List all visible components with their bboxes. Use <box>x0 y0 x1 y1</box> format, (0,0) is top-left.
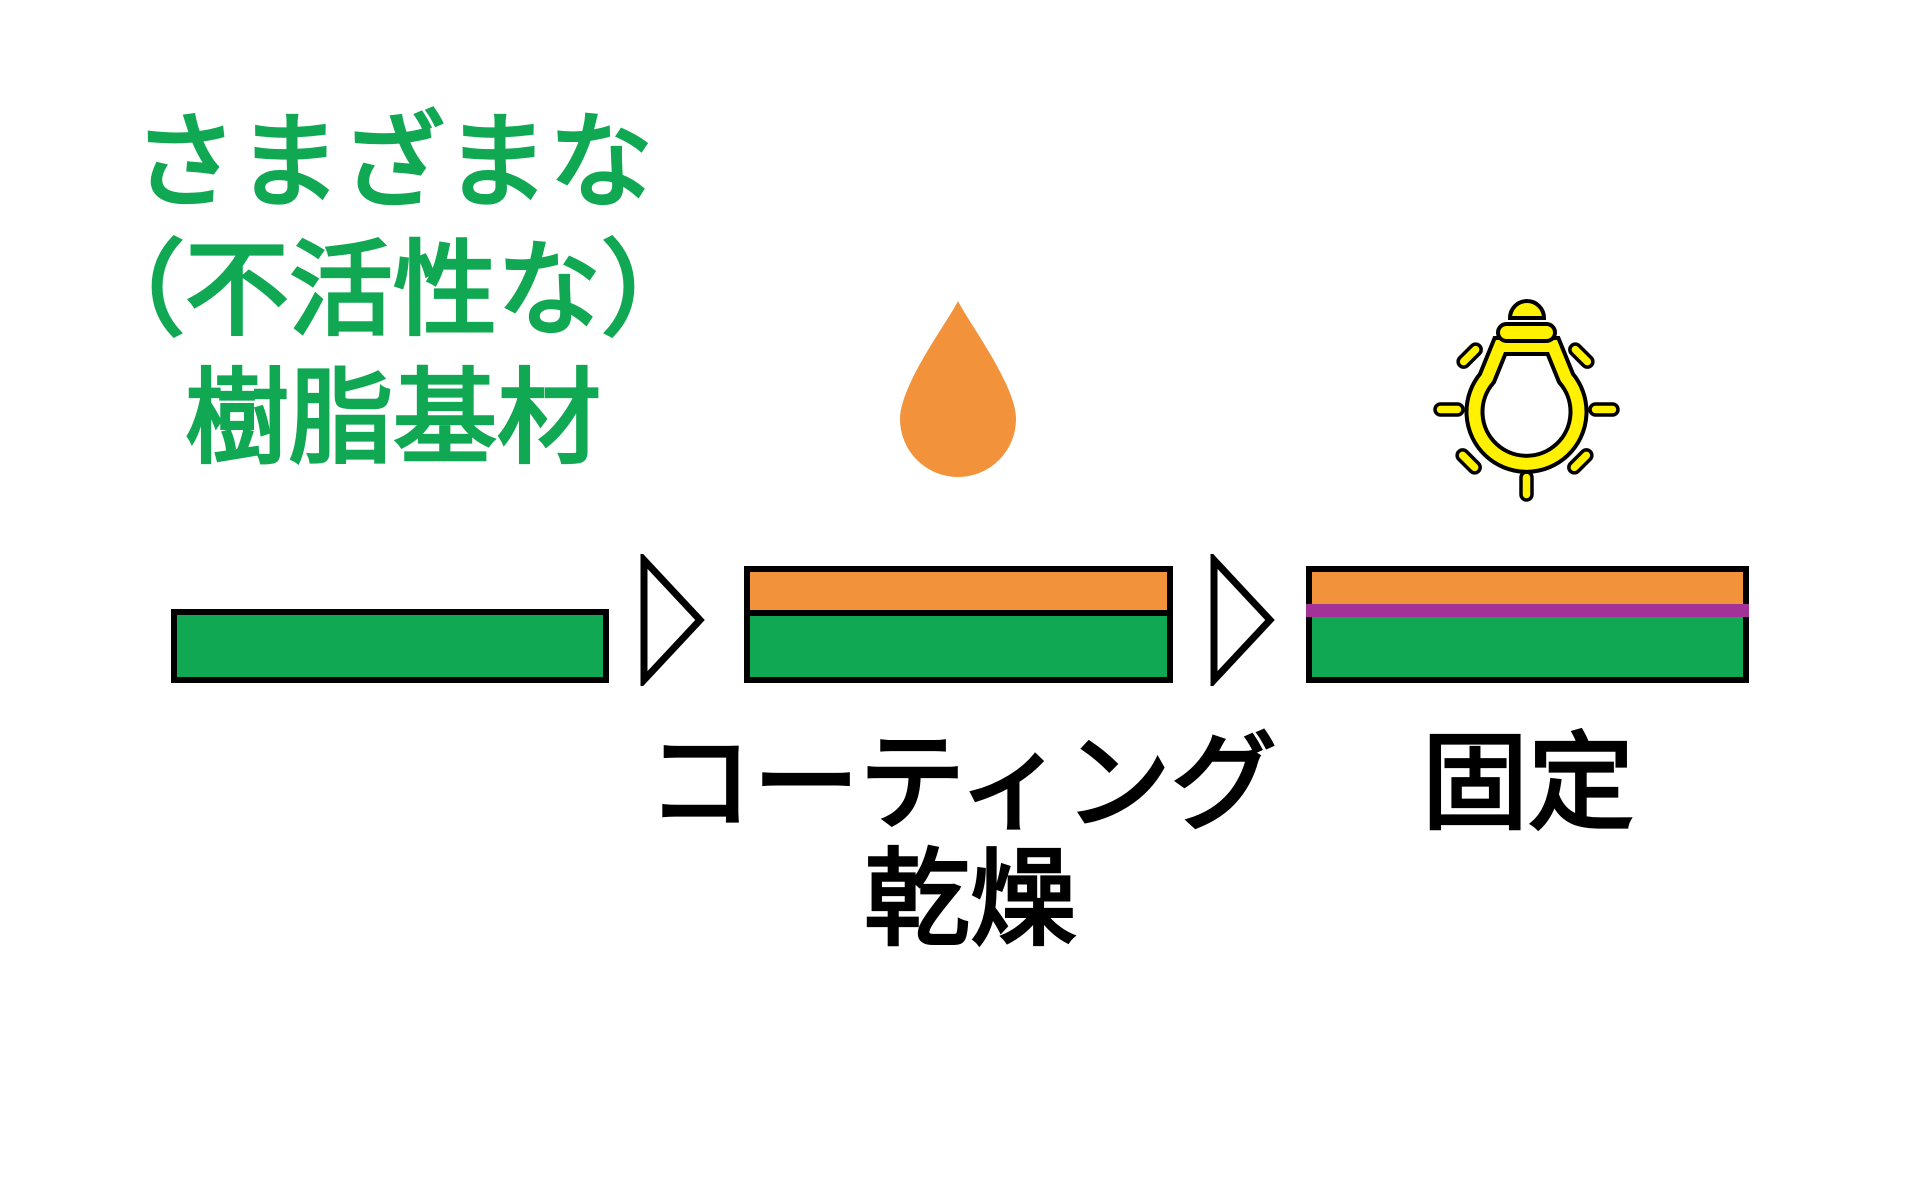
substrate-title: さまざまな （不活性な） 樹脂基材 <box>80 105 705 477</box>
layer-divider <box>750 610 1167 616</box>
substrate-green-layer <box>750 616 1167 677</box>
substrate-green-layer <box>177 615 603 677</box>
light-bulb-icon <box>1433 299 1620 502</box>
coating-orange-layer <box>1312 572 1743 604</box>
coating-orange-layer <box>750 572 1167 610</box>
drying-step-label: 乾燥 <box>864 841 1076 959</box>
coated-substrate-bar <box>744 566 1173 683</box>
right-arrow-icon <box>1210 554 1275 686</box>
fixing-step-label: 固定 <box>1422 725 1634 843</box>
coating-step-label: コーティング <box>647 725 1277 843</box>
right-arrow-icon <box>640 554 705 686</box>
substrate-bar <box>171 609 609 683</box>
fixed-purple-layer <box>1306 604 1749 617</box>
droplet-icon <box>900 301 1016 477</box>
fixed-substrate-bar <box>1306 566 1749 683</box>
substrate-green-layer <box>1312 617 1743 677</box>
